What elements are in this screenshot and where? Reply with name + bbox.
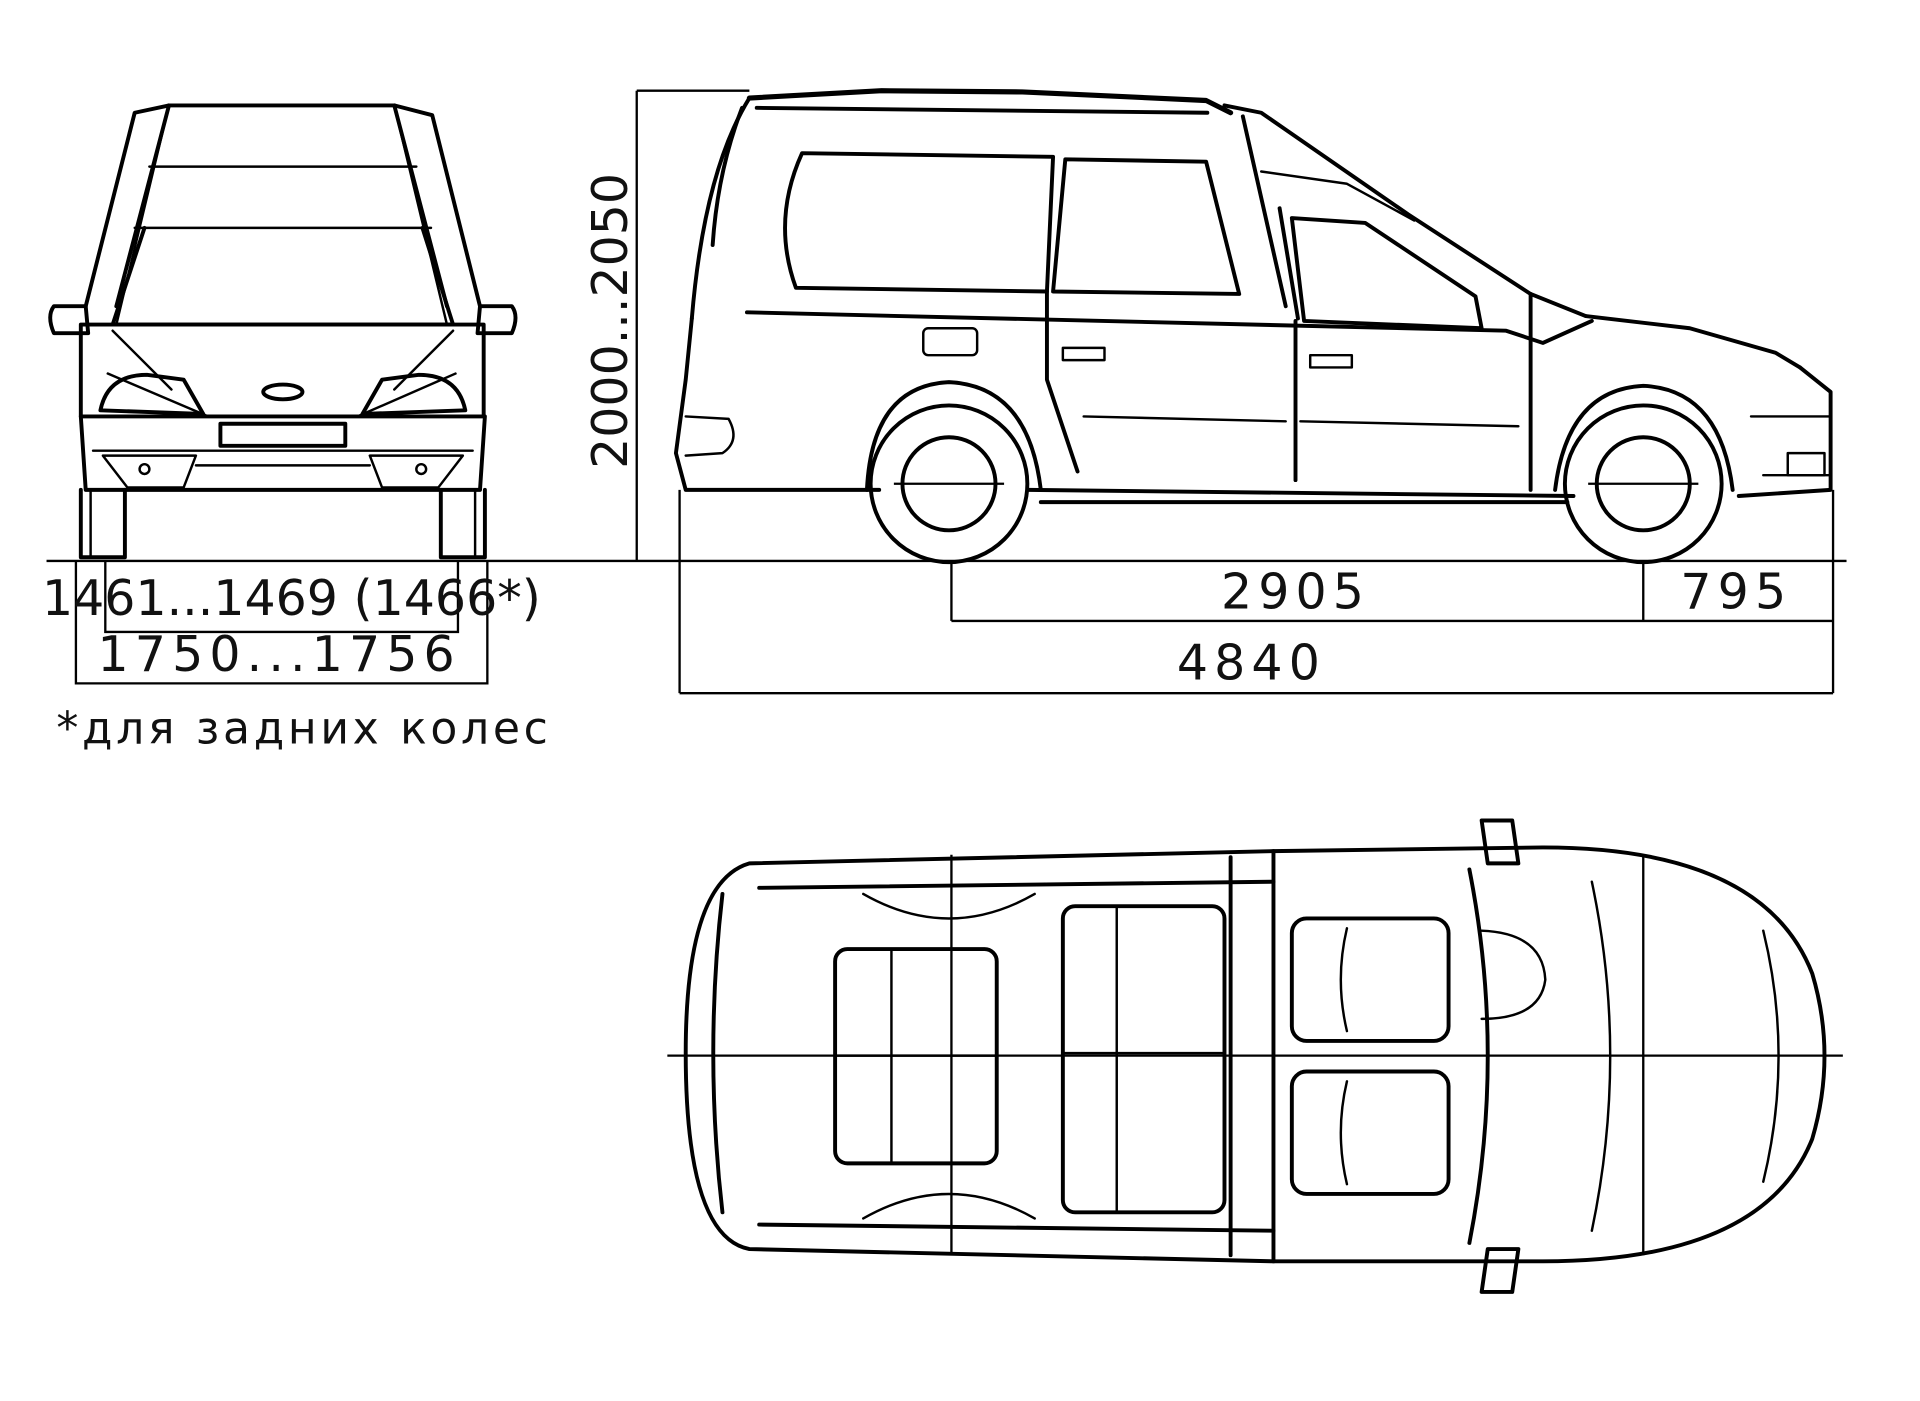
footnote: *для задних колес bbox=[56, 703, 551, 754]
side-view bbox=[673, 88, 1833, 565]
track-label: 1461...1469 (1466*) bbox=[42, 570, 541, 627]
height-label: 2000...2050 bbox=[582, 173, 639, 469]
top-view bbox=[667, 818, 1843, 1294]
length-label: 4840 bbox=[1177, 635, 1326, 692]
front-view bbox=[48, 103, 518, 560]
dimension-lines bbox=[46, 89, 1847, 695]
wheelbase-label: 2905 bbox=[1221, 564, 1370, 621]
front-overhang-label: 795 bbox=[1680, 564, 1792, 621]
width-label: 1750...1756 bbox=[98, 626, 461, 683]
